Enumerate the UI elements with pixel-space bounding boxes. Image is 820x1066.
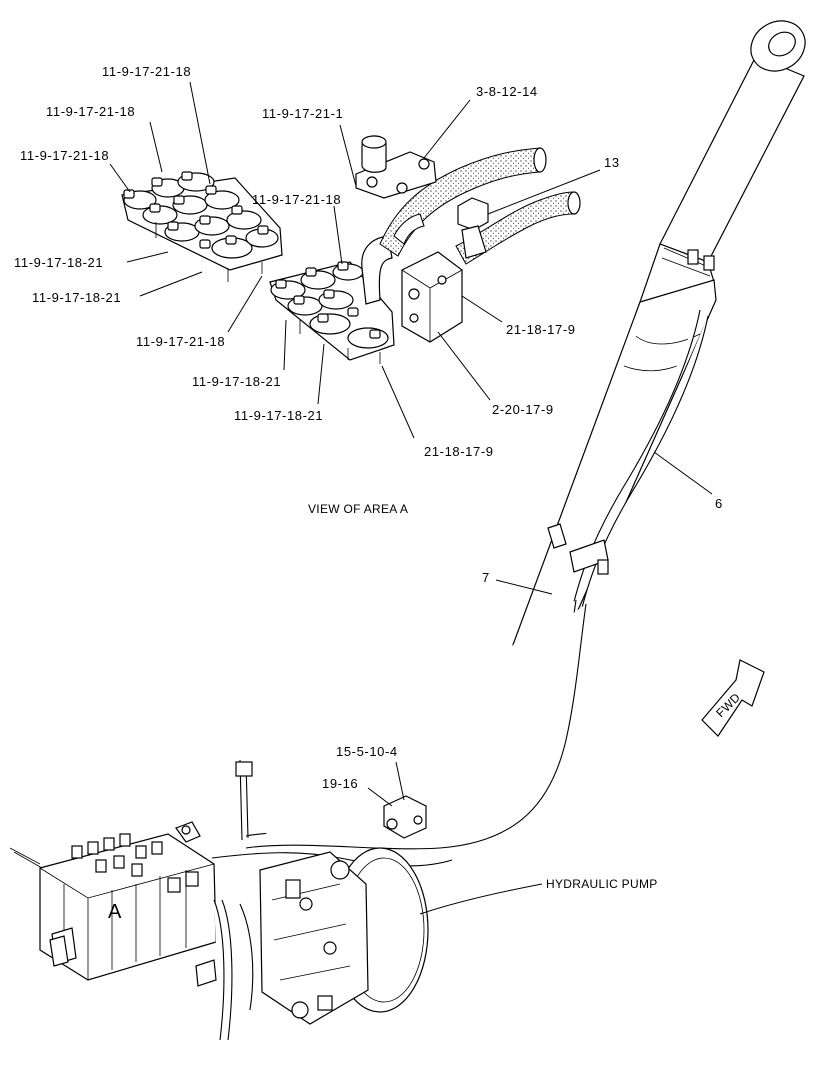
- callout-label: 11-9-17-18-21: [234, 408, 323, 423]
- callout-label: 11-9-17-21-18: [20, 148, 109, 163]
- leader-lines: [109, 81, 713, 915]
- left-flange-group: [121, 171, 283, 282]
- callout-label: 11-9-17-21-18: [136, 334, 225, 349]
- callout-label: 21-18-17-9: [424, 444, 494, 459]
- area-marker: A: [108, 901, 122, 923]
- callout-label: 11-9-17-18-21: [32, 290, 121, 305]
- callout-label: 11-9-17-18-21: [14, 255, 103, 270]
- callout-label: 7: [482, 570, 490, 585]
- callout-label: HYDRAULIC PUMP: [546, 877, 658, 891]
- control-valve: [9, 833, 254, 1041]
- callout-label: 11-9-17-21-1: [262, 106, 343, 121]
- callout-labels: 11-9-17-21-18 11-9-17-21-18 11-9-17-21-1…: [14, 64, 723, 891]
- callout-label: 3-8-12-14: [476, 84, 538, 99]
- callout-label: 11-9-17-18-21: [192, 374, 281, 389]
- right-flange-group: [269, 135, 581, 364]
- callout-label: 11-9-17-21-18: [102, 64, 191, 79]
- callout-label: 15-5-10-4: [336, 744, 398, 759]
- callout-label: 19-16: [322, 776, 358, 791]
- callout-label: 13: [604, 155, 620, 170]
- view-caption: VIEW OF AREA A: [308, 502, 408, 516]
- hydraulic-pump: [49, 795, 429, 1025]
- callout-label: 6: [715, 496, 723, 511]
- callout-label: 21-18-17-9: [506, 322, 576, 337]
- fwd-arrow: [701, 659, 765, 737]
- callout-label: 11-9-17-21-18: [252, 192, 341, 207]
- pump-hoses: [211, 599, 587, 867]
- callout-label: 11-9-17-21-18: [46, 104, 135, 119]
- callout-label: 2-20-17-9: [492, 402, 554, 417]
